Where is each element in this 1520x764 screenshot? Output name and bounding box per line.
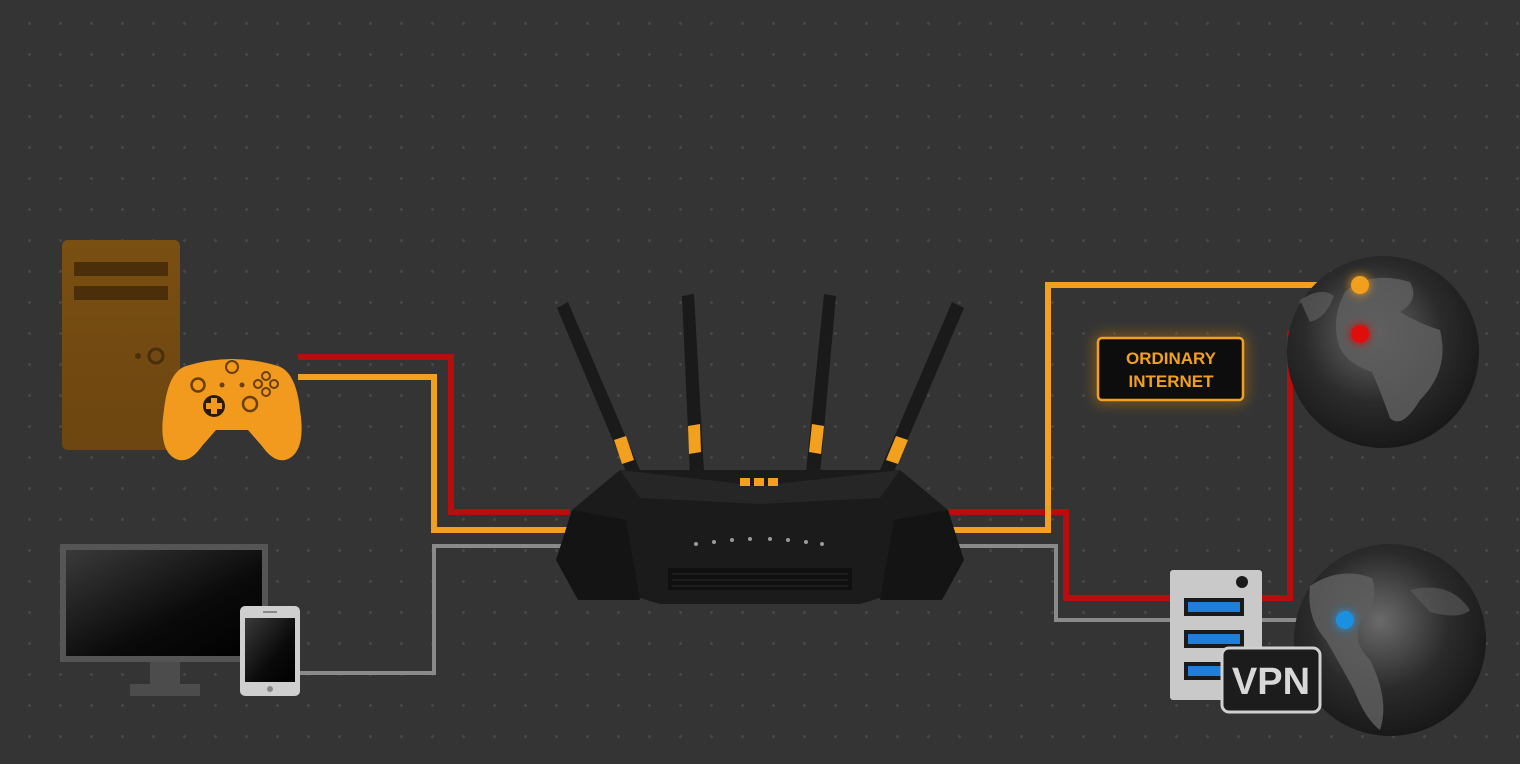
ordinary-internet-line1: ORDINARY [1126, 349, 1217, 368]
gray-line-right [948, 544, 1176, 622]
gamepad-icon [162, 359, 302, 461]
pc-tower-icon [62, 240, 180, 450]
orange-line-right [948, 282, 1360, 533]
vpn-badge: VPN [1220, 646, 1322, 714]
gray-line-left [300, 544, 570, 675]
tablet-icon [240, 606, 300, 696]
red-endpoint-dot [1351, 325, 1369, 343]
vpn-label: VPN [1232, 661, 1310, 703]
ordinary-internet-line2: INTERNET [1129, 372, 1215, 391]
red-line-right [948, 509, 1176, 601]
connection-lines [298, 282, 1360, 675]
globe-icon-top [1287, 256, 1479, 448]
monitor-icon [60, 544, 268, 696]
red-line-left [298, 354, 570, 515]
orange-endpoint-dot [1351, 276, 1369, 294]
blue-endpoint-dot [1336, 611, 1354, 629]
globe-icon-bottom [1294, 544, 1486, 736]
router-icon [556, 294, 964, 604]
ordinary-internet-badge: ORDINARY INTERNET [1096, 336, 1245, 402]
orange-line-left [298, 374, 570, 533]
